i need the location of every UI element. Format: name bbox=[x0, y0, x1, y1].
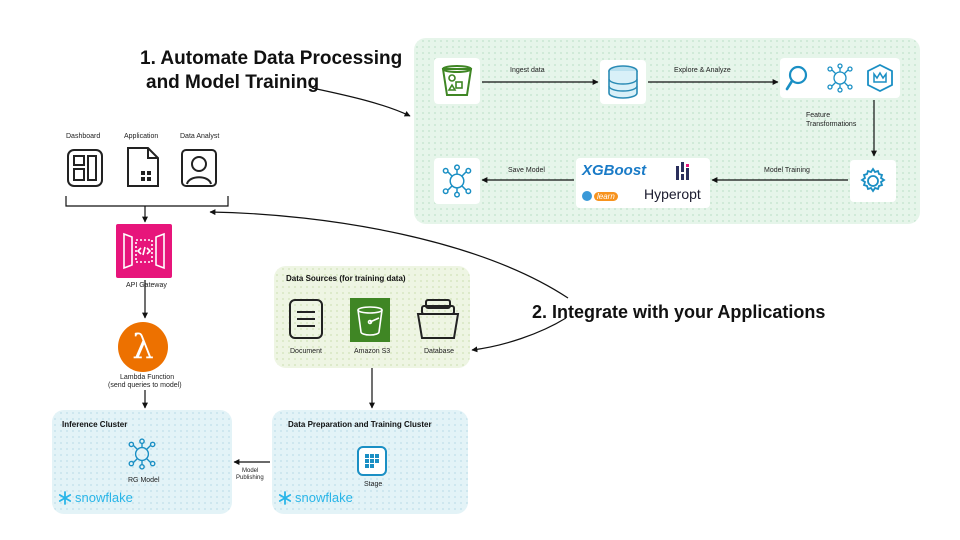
dashboard-label: Dashboard bbox=[66, 133, 101, 140]
database-tray-icon bbox=[416, 299, 460, 339]
model-training-label: Model Training bbox=[764, 167, 810, 174]
lambda-label-line2: (send queries to model) bbox=[108, 382, 182, 389]
hyperopt-icon bbox=[676, 162, 689, 180]
stage-icon bbox=[357, 446, 387, 476]
hyperopt-logo: Hyperopt bbox=[644, 186, 701, 202]
automate-heading-line2: and Model Training bbox=[146, 72, 320, 93]
xgboost-logo: XGBoost bbox=[582, 162, 647, 179]
model-publishing-line2: Publishing bbox=[236, 475, 264, 481]
feature-label-line2: Transformations bbox=[806, 121, 857, 128]
automate-heading-line1: 1. Automate Data Processing bbox=[140, 48, 403, 69]
training-cluster-panel bbox=[272, 410, 468, 514]
model-publishing-line1: Model bbox=[242, 468, 259, 474]
inference-cluster-title: Inference Cluster bbox=[62, 420, 128, 429]
save-model-label: Save Model bbox=[508, 167, 545, 174]
data-analyst-label: Data Analyst bbox=[180, 133, 220, 140]
inference-snowflake-logo: snowflake bbox=[58, 490, 133, 505]
sklearn-text: learn bbox=[594, 191, 618, 201]
rg-model-brain-icon bbox=[128, 438, 156, 470]
database-icon bbox=[600, 60, 646, 104]
snowflake-icon bbox=[278, 490, 292, 505]
data-sources-title: Data Sources (for training data) bbox=[286, 274, 406, 283]
snowflake-wordmark: snowflake bbox=[295, 490, 353, 505]
client-bracket bbox=[65, 196, 229, 207]
document-label: Document bbox=[290, 348, 322, 355]
api-gateway-icon bbox=[116, 224, 172, 278]
dashboard-icon bbox=[67, 149, 103, 187]
snowflake-wordmark: snowflake bbox=[75, 490, 133, 505]
gear-icon bbox=[850, 160, 896, 202]
explore-icons-group bbox=[780, 58, 900, 98]
api-gateway-label: API Gateway bbox=[126, 282, 167, 289]
sklearn-logo: learn bbox=[582, 191, 618, 201]
document-icon bbox=[289, 299, 323, 339]
snowflake-icon bbox=[58, 490, 72, 505]
training-cluster-title: Data Preparation and Training Cluster bbox=[288, 420, 432, 429]
amazon-s3-icon bbox=[350, 298, 390, 342]
libraries-box: XGBoost learn Hyperopt bbox=[576, 158, 710, 208]
training-snowflake-logo: snowflake bbox=[278, 490, 353, 505]
automate-arrow bbox=[311, 87, 411, 117]
ingest-bucket-icon bbox=[434, 58, 480, 104]
lambda-icon: λ bbox=[118, 322, 168, 372]
application-label: Application bbox=[124, 133, 159, 140]
lambda-label-line1: Lambda Function bbox=[120, 374, 175, 381]
application-icon bbox=[127, 147, 159, 187]
ml-brain-icon bbox=[827, 63, 853, 93]
search-icon bbox=[785, 65, 808, 91]
rg-model-label: RG Model bbox=[128, 477, 160, 484]
amazon-s3-label: Amazon S3 bbox=[354, 348, 391, 355]
database-label: Database bbox=[424, 348, 454, 355]
explore-label: Explore & Analyze bbox=[674, 67, 731, 74]
integrate-heading: 2. Integrate with your Applications bbox=[532, 302, 826, 322]
data-analyst-icon bbox=[181, 149, 217, 187]
ingest-label: Ingest data bbox=[510, 67, 545, 74]
stage-label: Stage bbox=[364, 481, 383, 488]
crown-icon bbox=[867, 63, 893, 93]
saved-model-brain-icon bbox=[434, 158, 480, 204]
feature-label-line1: Feature bbox=[806, 112, 831, 119]
